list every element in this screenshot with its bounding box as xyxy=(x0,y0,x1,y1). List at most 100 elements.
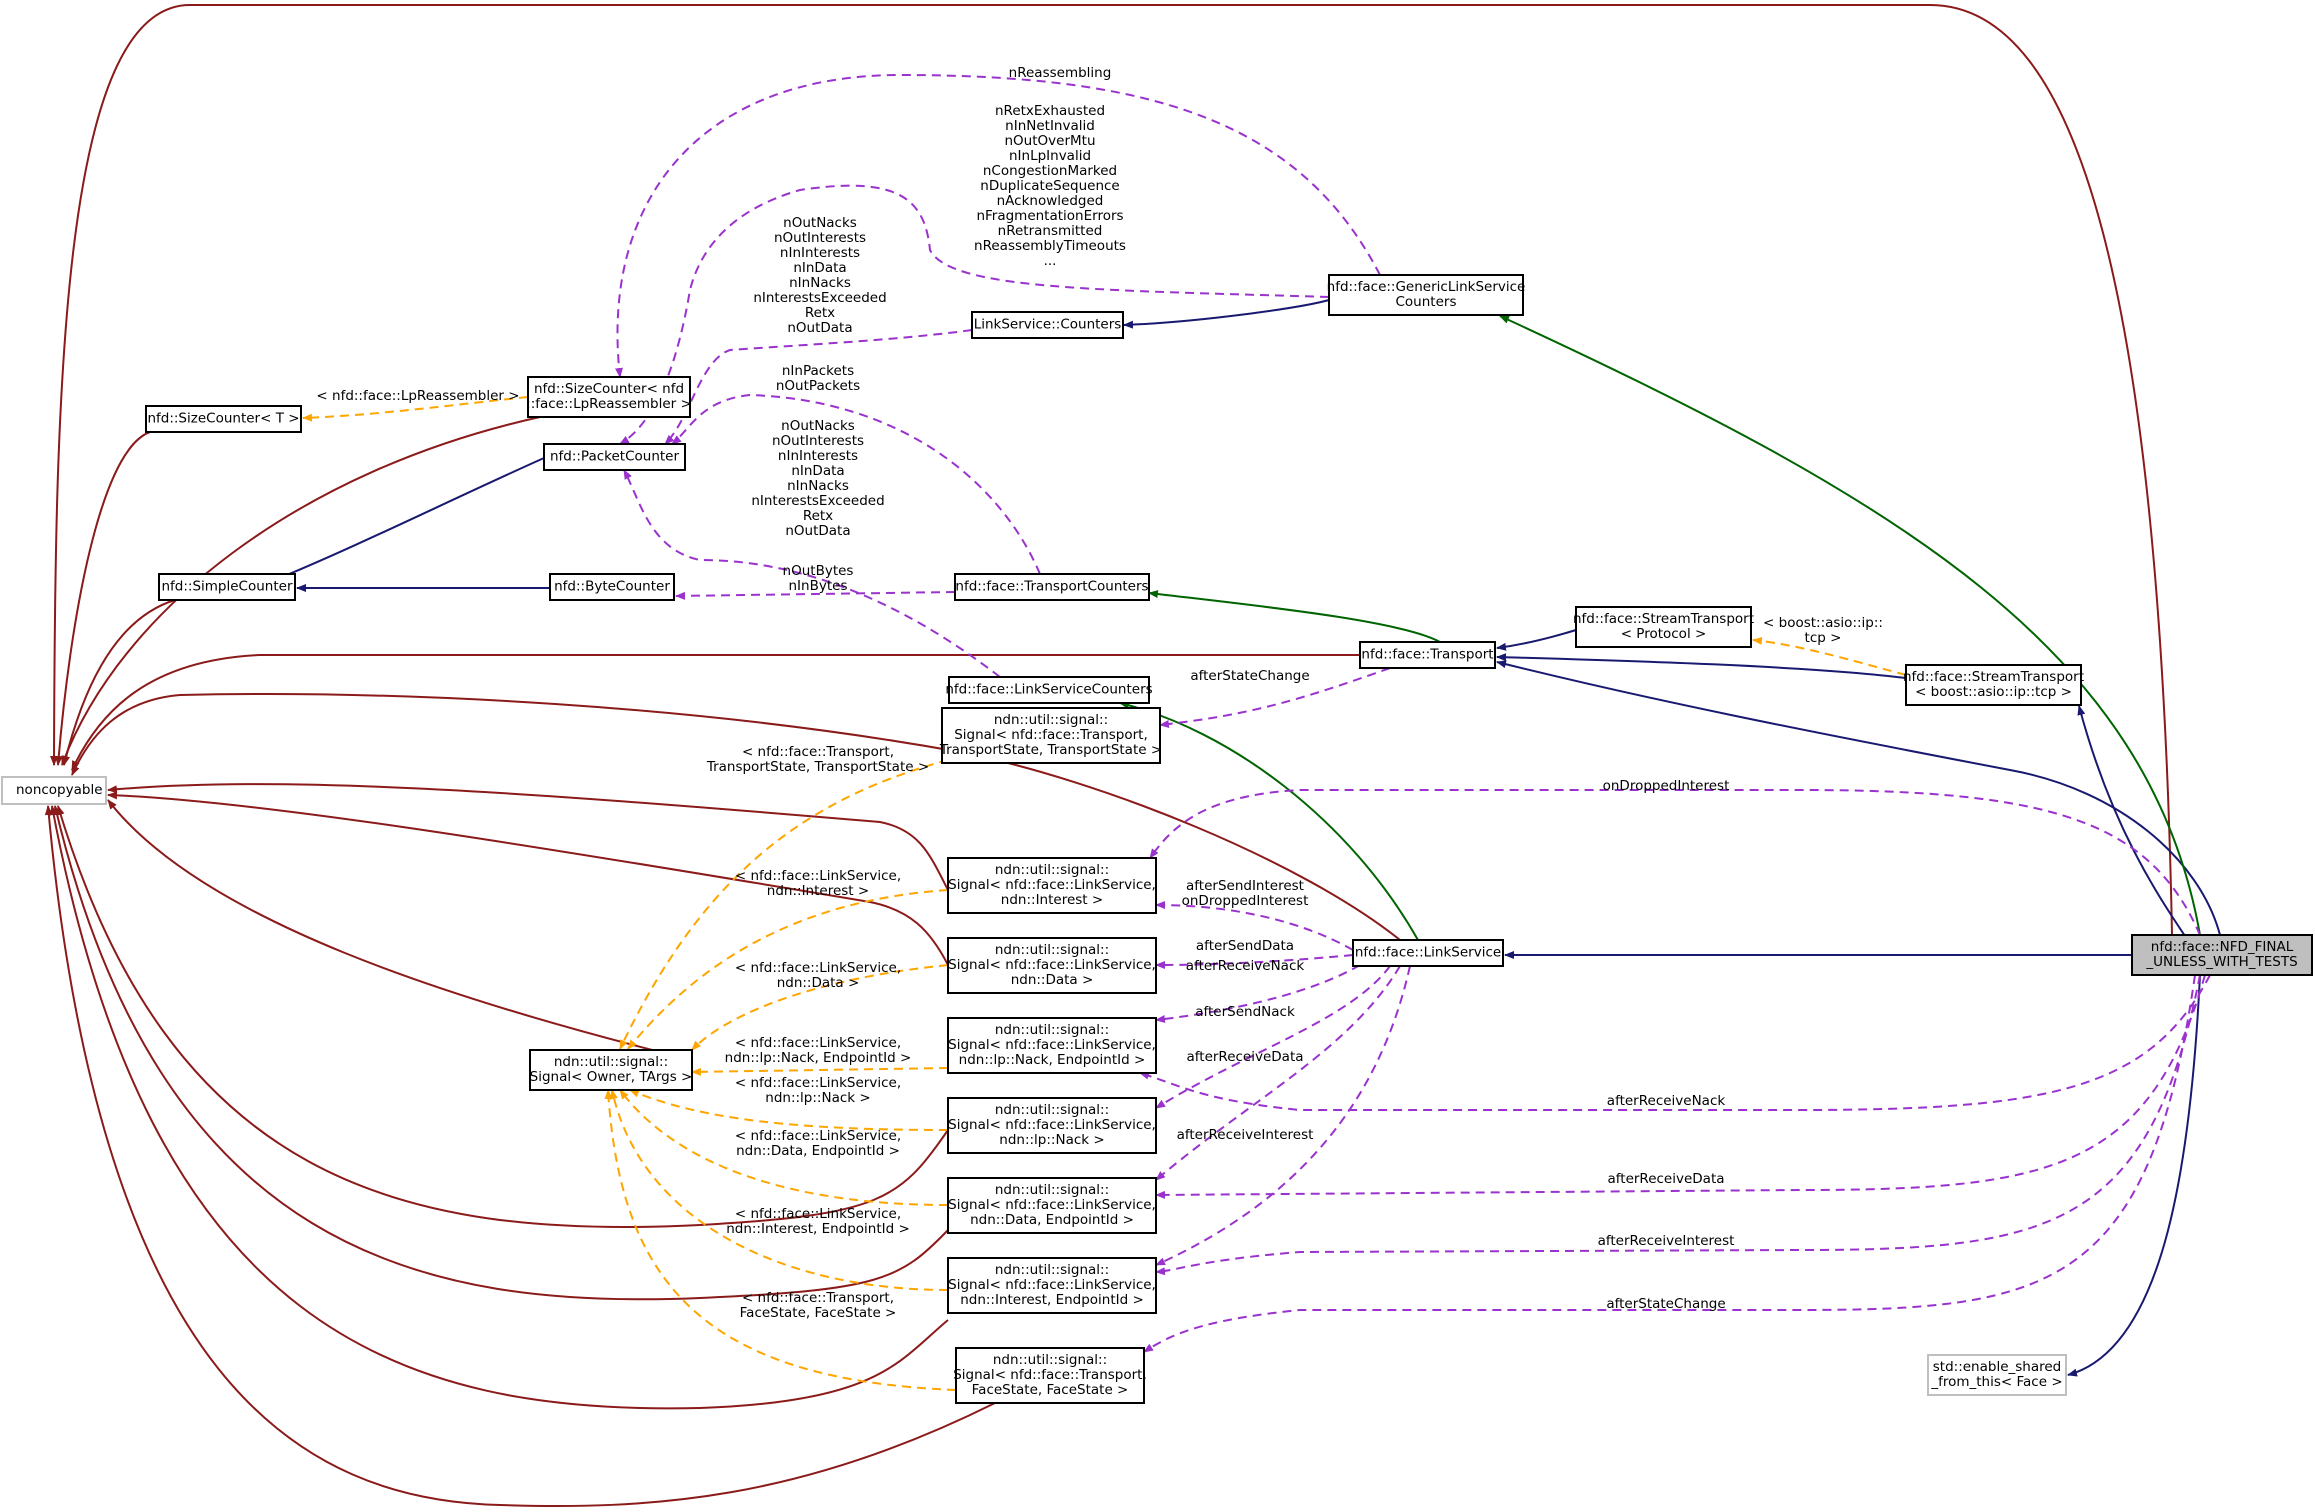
edge-label-t-ls-data-ep: < nfd::face::LinkService,ndn::Data, Endp… xyxy=(735,1128,901,1159)
edge-red-1 xyxy=(54,431,151,766)
node-box xyxy=(955,1347,1145,1404)
node-signal-ls-nack[interactable]: ndn::util::signal::Signal< nfd::face::Li… xyxy=(947,1097,1157,1154)
node-label: LinkService::Counters xyxy=(974,317,1122,333)
node-label: nfd::face::StreamTransport< boost::asio:… xyxy=(1903,669,2084,700)
node-label: nfd::SizeCounter< nfd::face::LpReassembl… xyxy=(526,381,692,412)
node-size-counter-lpr[interactable]: nfd::SizeCounter< nfd::face::LpReassembl… xyxy=(526,376,692,418)
edge-red-3 xyxy=(62,599,176,766)
edge-purple-32 xyxy=(1149,789,2201,936)
node-size-counter-t[interactable]: nfd::SizeCounter< T > xyxy=(145,405,302,433)
node-byte-counter[interactable]: nfd::ByteCounter xyxy=(549,573,675,601)
node-box xyxy=(1,776,107,805)
edge-label-after-receive-nack-2: afterReceiveNack xyxy=(1607,1093,1726,1109)
node-label: nfd::face::Transport xyxy=(1361,647,1493,663)
edge-green-24 xyxy=(1119,701,1419,941)
node-label: nfd::face::StreamTransport< Protocol > xyxy=(1573,611,1754,642)
edge-orange-50 xyxy=(619,1089,949,1206)
edge-label-after-receive-data-1: afterReceiveData xyxy=(1186,1049,1303,1065)
node-label: ndn::util::signal::Signal< nfd::face::Li… xyxy=(948,862,1156,908)
edge-label-after-state-change-2: afterStateChange xyxy=(1606,1296,1725,1312)
edge-navy-18 xyxy=(1496,660,2221,936)
node-signal-ls-data[interactable]: ndn::util::signal::Signal< nfd::face::Li… xyxy=(947,937,1157,994)
node-box xyxy=(941,707,1161,764)
node-label: ndn::util::signal::Signal< Owner, TArgs … xyxy=(530,1054,693,1085)
node-box xyxy=(2131,934,2313,976)
edge-purple-31 xyxy=(1159,667,1391,728)
node-signal-ls-interest[interactable]: ndn::util::signal::Signal< nfd::face::Li… xyxy=(947,857,1157,914)
edge-purple-38 xyxy=(1155,965,1411,1266)
edge-label-after-receive-data-2: afterReceiveData xyxy=(1607,1171,1724,1187)
edge-label-boost-tcp: < boost::asio::ip::tcp > xyxy=(1763,615,1883,646)
node-box xyxy=(947,1257,1157,1314)
edge-purple-40 xyxy=(1155,974,2206,1199)
node-box xyxy=(1352,939,1504,967)
edge-red-8 xyxy=(107,799,693,1061)
edge-label-after-receive-nack-1: afterReceiveNack xyxy=(1186,958,1305,974)
edge-label-nreassembling: nReassembling xyxy=(1009,65,1112,81)
node-box xyxy=(1927,1354,2067,1396)
edge-orange-47 xyxy=(691,964,949,1051)
node-linkservice[interactable]: nfd::face::LinkService xyxy=(1352,939,1504,967)
edge-label-after-receive-interest-2: afterReceiveInterest xyxy=(1598,1233,1735,1249)
node-box xyxy=(954,573,1150,601)
edge-label-t-ls-nack-ep: < nfd::face::LinkService,ndn::lp::Nack, … xyxy=(725,1035,912,1066)
node-label: std::enable_shared_from_this< Face > xyxy=(1930,1359,2062,1390)
node-label: nfd::face::LinkServiceCounters xyxy=(945,682,1152,698)
edge-navy-21 xyxy=(2067,974,2201,1377)
edge-purple-37 xyxy=(1155,965,1401,1181)
edge-label-t-ls-nack: < nfd::face::LinkService,ndn::lp::Nack > xyxy=(735,1075,901,1106)
node-stream-transport[interactable]: nfd::face::StreamTransport< Protocol > xyxy=(1573,606,1754,648)
node-box xyxy=(1328,274,1524,316)
node-face[interactable]: nfd::face::NFD_FINAL_UNLESS_WITH_TESTS xyxy=(2131,934,2313,976)
edge-label-after-send-nack: afterSendNack xyxy=(1195,1004,1295,1020)
node-box xyxy=(158,573,296,601)
edge-purple-25 xyxy=(615,73,1381,378)
node-signal-ls-data-ep[interactable]: ndn::util::signal::Signal< nfd::face::Li… xyxy=(947,1177,1157,1234)
node-label: ndn::util::signal::Signal< nfd::face::Li… xyxy=(948,942,1156,988)
node-box xyxy=(947,1177,1157,1234)
node-label: nfd::face::NFD_FINAL_UNLESS_WITH_TESTS xyxy=(2145,939,2297,970)
node-packet-counter[interactable]: nfd::PacketCounter xyxy=(543,443,686,471)
node-label: nfd::ByteCounter xyxy=(554,579,670,595)
node-signal-face-state[interactable]: ndn::util::signal::Signal< nfd::face::Tr… xyxy=(953,1347,1147,1404)
node-label: nfd::SimpleCounter xyxy=(161,579,292,595)
node-label: ndn::util::signal::Signal< nfd::face::Tr… xyxy=(953,1352,1147,1398)
edge-label-t-transport-state: < nfd::face::Transport,TransportState, T… xyxy=(706,744,929,775)
edge-label-on-dropped-interest: onDroppedInterest xyxy=(1603,778,1730,794)
edge-green-23 xyxy=(1148,590,1441,643)
edge-red-5 xyxy=(71,693,1401,941)
node-signal-ls-nack-ep[interactable]: ndn::util::signal::Signal< nfd::face::Li… xyxy=(947,1017,1157,1074)
node-box xyxy=(1575,606,1752,648)
edge-orange-51 xyxy=(609,1089,949,1291)
node-signal-transport-state[interactable]: ndn::util::signal::Signal< nfd::face::Tr… xyxy=(939,707,1162,764)
node-transport-counters[interactable]: nfd::face::TransportCounters xyxy=(954,573,1150,601)
edge-purple-29 xyxy=(623,469,1001,678)
node-linkservice-counters-plain[interactable]: LinkService::Counters xyxy=(971,311,1124,339)
edge-purple-39 xyxy=(1139,974,2211,1111)
node-stream-transport-tcp[interactable]: nfd::face::StreamTransport< boost::asio:… xyxy=(1903,664,2084,706)
node-signal-owner-targs[interactable]: ndn::util::signal::Signal< Owner, TArgs … xyxy=(529,1049,693,1091)
node-transport[interactable]: nfd::face::Transport xyxy=(1359,641,1496,669)
edge-label-t-face-state: < nfd::face::Transport,FaceState, FaceSt… xyxy=(740,1290,897,1321)
edge-orange-43 xyxy=(302,396,529,422)
node-linkservice-counters[interactable]: nfd::face::LinkServiceCounters xyxy=(945,676,1153,704)
node-signal-ls-interest-ep[interactable]: ndn::util::signal::Signal< nfd::face::Li… xyxy=(947,1257,1157,1314)
edge-label-t-ls-data: < nfd::face::LinkService,ndn::Data > xyxy=(735,960,901,991)
edge-red-11 xyxy=(49,805,949,1410)
node-enable-shared[interactable]: std::enable_shared_from_this< Face > xyxy=(1927,1354,2067,1396)
edge-navy-13 xyxy=(1123,299,1330,329)
node-box xyxy=(1905,664,2082,706)
node-simple-counter[interactable]: nfd::SimpleCounter xyxy=(158,573,296,601)
node-noncopyable[interactable]: noncopyable xyxy=(1,776,107,805)
node-box xyxy=(947,1017,1157,1074)
edge-label-lp-reassembler: < nfd::face::LpReassembler > xyxy=(316,388,519,404)
